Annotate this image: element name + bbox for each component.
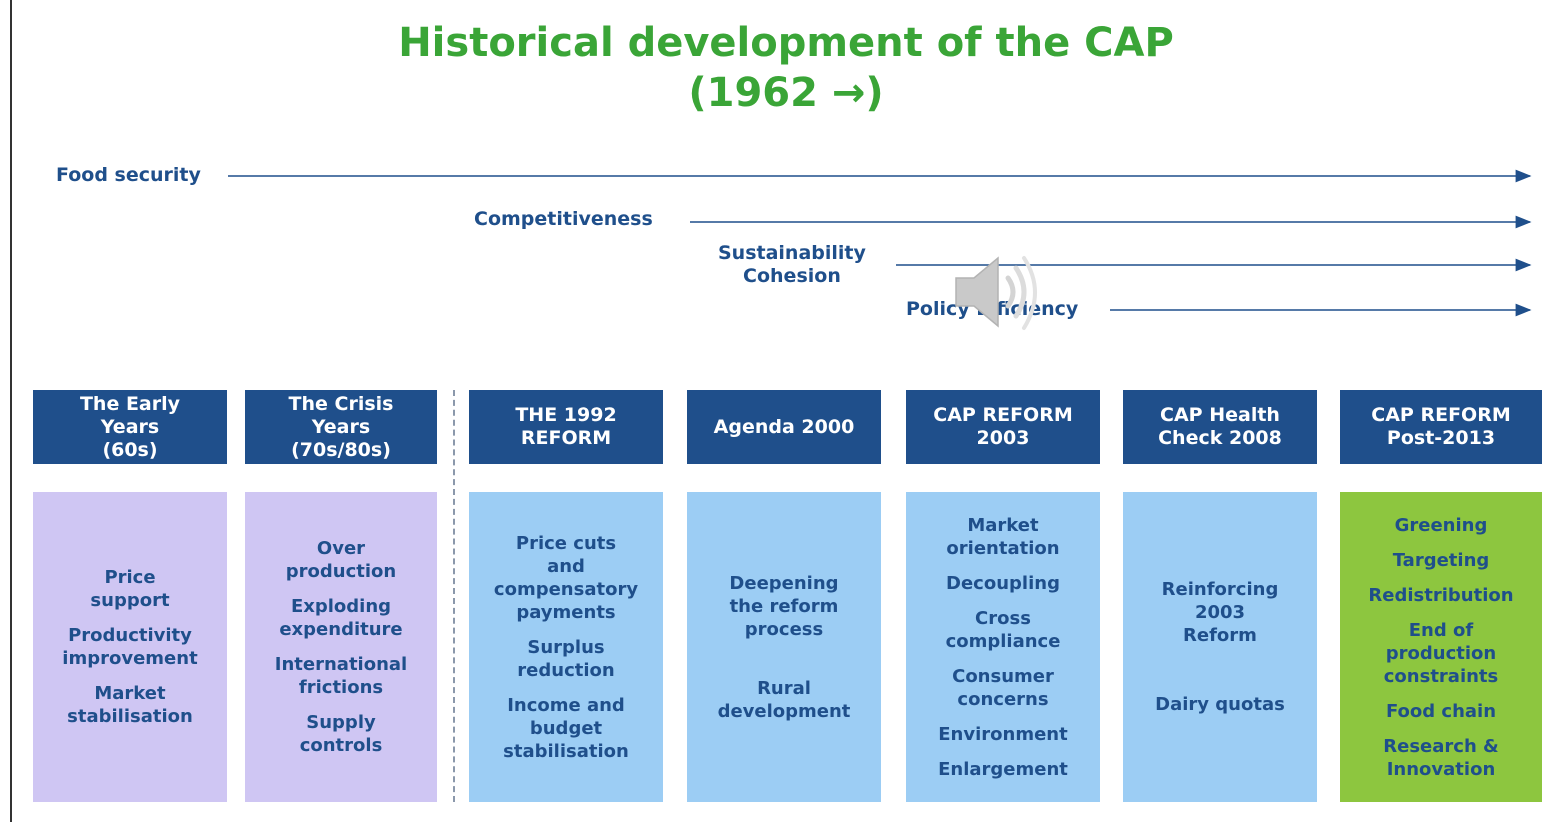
list-item: Over production [285, 538, 397, 582]
list-item: Surplus reduction [517, 636, 615, 681]
header-health-check-2008: CAP Health Check 2008 [1123, 390, 1317, 464]
list-item: Exploding expenditure [279, 596, 403, 640]
list-item: Redistribution [1368, 584, 1514, 606]
header-agenda-2000: Agenda 2000 [687, 390, 881, 464]
header-cap-reform-2003: CAP REFORM 2003 [906, 390, 1100, 464]
body-crisis-years: Over production Exploding expenditure In… [245, 492, 437, 802]
list-item: Income and budget stabilisation [503, 694, 629, 762]
left-border-line [10, 0, 12, 822]
page-title: Historical development of the CAP [398, 20, 1174, 66]
list-item: International frictions [274, 654, 408, 698]
theme-competitiveness: Competitiveness [474, 208, 653, 230]
list-item: Market orientation [946, 514, 1060, 559]
list-item: Price cuts and compensatory payments [493, 532, 639, 623]
body-cap-reform-2003: Market orientation Decoupling Cross comp… [906, 492, 1100, 802]
list-item: Rural development [717, 677, 851, 722]
list-item: Productivity improvement [62, 625, 198, 669]
list-item: Reinforcing 2003 Reform [1161, 579, 1279, 646]
theme-sustainability-cohesion: Sustainability Cohesion [718, 242, 866, 287]
header-early-years: The Early Years (60s) [33, 390, 227, 464]
list-item: Market stabilisation [67, 683, 193, 727]
list-item: End of production constraints [1383, 619, 1499, 687]
body-health-check-2008: Reinforcing 2003 Reform Dairy quotas [1123, 492, 1317, 802]
speaker-volume-icon[interactable] [948, 246, 1044, 338]
list-item: Research & Innovation [1383, 735, 1499, 780]
list-item: Decoupling [946, 572, 1060, 594]
era-divider [453, 390, 455, 802]
list-item: Supply controls [299, 712, 383, 756]
list-item: Consumer concerns [952, 665, 1054, 710]
theme-food-security: Food security [56, 164, 201, 186]
list-item: Dairy quotas [1155, 694, 1285, 715]
list-item: Enlargement [938, 758, 1068, 780]
body-early-years: Price support Productivity improvement M… [33, 492, 227, 802]
list-item: Cross compliance [945, 607, 1061, 652]
list-item: Environment [938, 723, 1068, 745]
header-1992-reform: THE 1992 REFORM [469, 390, 663, 464]
header-crisis-years: The Crisis Years (70s/80s) [245, 390, 437, 464]
header-post-2013: CAP REFORM Post-2013 [1340, 390, 1542, 464]
list-item: Deepening the reform process [729, 572, 839, 640]
list-item: Greening [1394, 514, 1488, 536]
page-subtitle: (1962 →) [688, 70, 884, 116]
body-post-2013: Greening Targeting Redistribution End of… [1340, 492, 1542, 802]
body-1992-reform: Price cuts and compensatory payments Sur… [469, 492, 663, 802]
list-item: Price support [90, 567, 170, 611]
list-item: Targeting [1392, 549, 1490, 571]
list-item: Food chain [1385, 700, 1497, 722]
body-agenda-2000: Deepening the reform process Rural devel… [687, 492, 881, 802]
